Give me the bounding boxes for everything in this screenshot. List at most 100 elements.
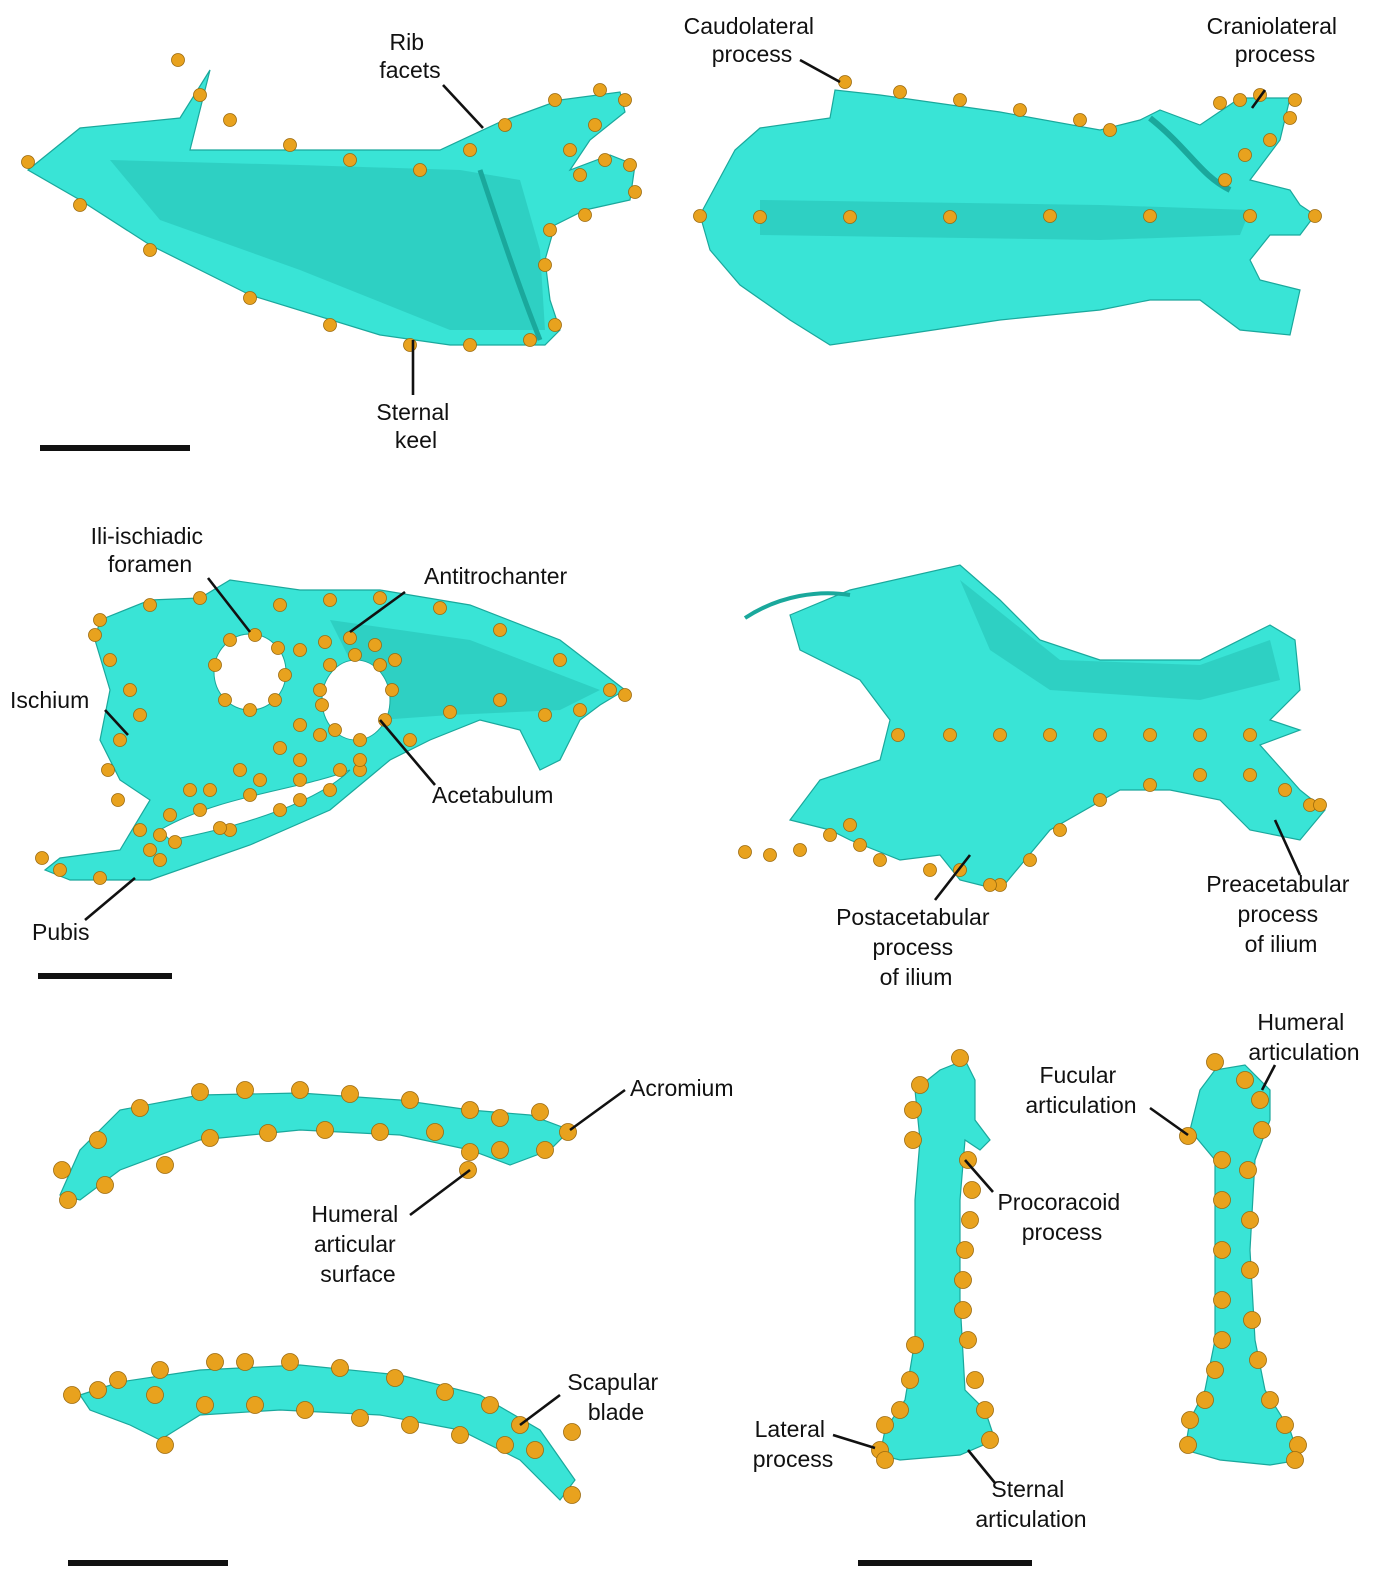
landmark-point bbox=[960, 1152, 977, 1169]
landmark-point bbox=[537, 1142, 554, 1159]
landmark-point bbox=[294, 719, 307, 732]
landmark-point bbox=[279, 669, 292, 682]
landmark-point bbox=[1104, 124, 1117, 137]
landmark-point bbox=[1044, 729, 1057, 742]
landmark-point bbox=[952, 1050, 969, 1067]
landmark-point bbox=[294, 754, 307, 767]
landmark-point bbox=[207, 1354, 224, 1371]
landmark-point bbox=[94, 614, 107, 627]
landmark-point bbox=[482, 1397, 499, 1414]
landmark-point bbox=[955, 1302, 972, 1319]
landmark-point bbox=[427, 1124, 444, 1141]
landmark-point bbox=[957, 1242, 974, 1259]
landmark-point bbox=[314, 729, 327, 742]
landmark-point bbox=[527, 1442, 544, 1459]
landmark-point bbox=[549, 319, 562, 332]
landmark-point bbox=[269, 694, 282, 707]
landmark-point bbox=[944, 729, 957, 742]
landmark-point bbox=[892, 729, 905, 742]
landmark-point bbox=[964, 1182, 981, 1199]
landmark-point bbox=[204, 784, 217, 797]
landmark-point bbox=[224, 634, 237, 647]
landmark-point bbox=[1074, 114, 1087, 127]
label-scapular-blade: Scapular blade bbox=[567, 1369, 664, 1425]
landmark-point bbox=[329, 724, 342, 737]
landmark-point bbox=[284, 139, 297, 152]
landmark-point bbox=[292, 1082, 309, 1099]
label-caudolateral-process: Caudolateral process bbox=[684, 13, 821, 67]
landmark-point bbox=[579, 209, 592, 222]
landmark-point bbox=[114, 734, 127, 747]
landmark-point bbox=[324, 659, 337, 672]
landmark-point bbox=[387, 1370, 404, 1387]
landmark-point bbox=[1287, 1452, 1304, 1469]
landmark-point bbox=[352, 1410, 369, 1427]
landmark-point bbox=[1197, 1392, 1214, 1409]
landmark-point bbox=[1214, 1192, 1231, 1209]
landmark-point bbox=[244, 704, 257, 717]
label-preacetabular-process: Preacetabular process of ilium bbox=[1206, 871, 1356, 957]
landmark-point bbox=[209, 659, 222, 672]
landmark-point bbox=[1277, 1417, 1294, 1434]
landmark-point bbox=[97, 1177, 114, 1194]
landmark-point bbox=[434, 602, 447, 615]
landmark-point bbox=[132, 1100, 149, 1117]
landmark-point bbox=[574, 704, 587, 717]
landmark-point bbox=[274, 599, 287, 612]
landmark-point bbox=[1262, 1392, 1279, 1409]
landmark-point bbox=[274, 804, 287, 817]
landmark-point bbox=[110, 1372, 127, 1389]
coracoid-left-view bbox=[880, 1060, 995, 1460]
landmark-point bbox=[172, 54, 185, 67]
landmark-point bbox=[594, 84, 607, 97]
landmark-point bbox=[1044, 210, 1057, 223]
landmark-point bbox=[977, 1402, 994, 1419]
landmark-point bbox=[1244, 729, 1257, 742]
landmark-point bbox=[1144, 210, 1157, 223]
landmark-point bbox=[254, 774, 267, 787]
landmark-point bbox=[64, 1387, 81, 1404]
landmark-point bbox=[154, 829, 167, 842]
landmark-point bbox=[89, 629, 102, 642]
landmark-point bbox=[219, 694, 232, 707]
landmark-point bbox=[344, 154, 357, 167]
landmark-point bbox=[404, 734, 417, 747]
landmark-point bbox=[404, 339, 417, 352]
landmark-point bbox=[464, 339, 477, 352]
landmark-point bbox=[604, 684, 617, 697]
landmark-point bbox=[539, 259, 552, 272]
landmark-point bbox=[192, 1084, 209, 1101]
landmark-point bbox=[544, 224, 557, 237]
landmark-point bbox=[1219, 174, 1232, 187]
landmark-point bbox=[874, 854, 887, 867]
label-fucular-articulation: Fucular articulation bbox=[1025, 1062, 1136, 1118]
label-antitrochanter: Antitrochanter bbox=[424, 563, 568, 589]
landmark-point bbox=[1279, 784, 1292, 797]
landmark-point bbox=[1214, 1152, 1231, 1169]
landmark-point bbox=[1214, 1242, 1231, 1259]
landmark-point bbox=[944, 211, 957, 224]
label-lateral-process: Lateral process bbox=[753, 1416, 834, 1472]
landmark-point bbox=[374, 592, 387, 605]
landmark-point bbox=[564, 1487, 581, 1504]
landmark-point bbox=[1207, 1362, 1224, 1379]
landmark-point bbox=[112, 794, 125, 807]
label-humeral-articular-surface: Humeral articular surface bbox=[311, 1201, 404, 1287]
landmark-point bbox=[1194, 729, 1207, 742]
landmark-point bbox=[902, 1372, 919, 1389]
landmark-point bbox=[764, 849, 777, 862]
landmark-point bbox=[1244, 769, 1257, 782]
landmark-point bbox=[237, 1082, 254, 1099]
landmark-point bbox=[905, 1132, 922, 1149]
landmark-point bbox=[739, 846, 752, 859]
landmark-point bbox=[994, 729, 1007, 742]
landmark-point bbox=[94, 872, 107, 885]
landmark-point bbox=[214, 822, 227, 835]
landmark-point bbox=[954, 94, 967, 107]
landmark-point bbox=[619, 94, 632, 107]
landmark-point bbox=[1237, 1072, 1254, 1089]
landmark-point bbox=[494, 694, 507, 707]
landmark-point bbox=[317, 1122, 334, 1139]
landmark-point bbox=[202, 1130, 219, 1147]
